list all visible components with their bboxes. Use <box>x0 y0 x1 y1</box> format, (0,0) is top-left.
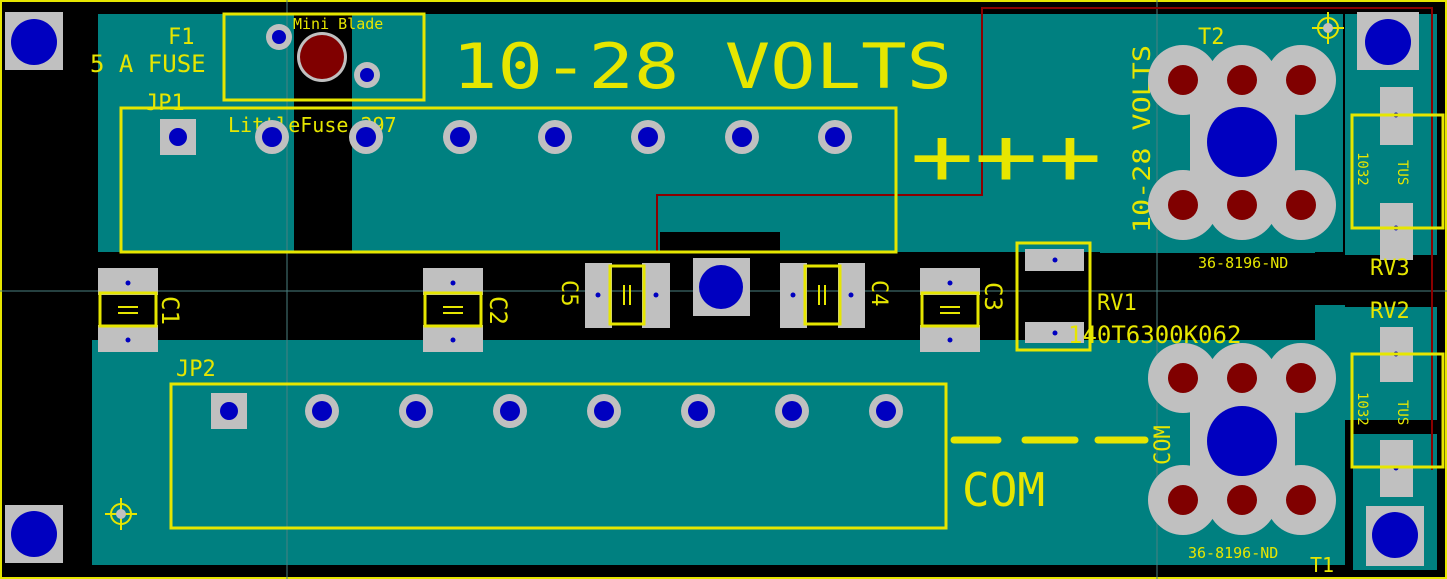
mounting-hole-bottom-right[interactable] <box>1366 506 1424 566</box>
fuse-holder-outline <box>222 12 426 102</box>
c4-label: C4 <box>866 280 891 307</box>
fuse-pad-1[interactable] <box>266 24 292 50</box>
capacitor-c3[interactable] <box>920 268 980 352</box>
rv1-part-label: 140T6300K062 <box>1068 321 1241 349</box>
c2-label: C2 <box>484 296 512 325</box>
rv3-outline <box>1350 113 1445 230</box>
voltage-title: 10-28 VOLTS <box>452 30 952 103</box>
trace-clearance <box>660 232 780 254</box>
jp2-pins[interactable] <box>211 393 903 429</box>
bottom-copper-plane <box>92 340 1315 565</box>
fiducial-bottom-left-icon <box>105 498 137 530</box>
rv1-pads[interactable] <box>1025 249 1084 343</box>
com-side-label: COM <box>1151 425 1176 465</box>
t1-terminal[interactable] <box>1148 343 1336 535</box>
rv2-outline <box>1350 352 1445 469</box>
c3-label: C3 <box>979 282 1007 311</box>
rv2-part-a: 1032 <box>1354 392 1370 426</box>
t1-part-label: 36-8196-ND <box>1188 544 1278 562</box>
rv2-gap <box>1353 420 1437 434</box>
t2-part-label: 36-8196-ND <box>1198 254 1288 272</box>
right-clearance <box>1345 420 1353 570</box>
t1-label: T1 <box>1310 553 1334 577</box>
jp1-label: JP1 <box>145 91 185 116</box>
plus-signs: +++ <box>910 110 1102 203</box>
mounting-hole-bottom-left[interactable] <box>5 505 63 563</box>
t2-copper-extension <box>1100 240 1315 254</box>
c5-label: C5 <box>556 280 581 307</box>
rv2-label: RV2 <box>1370 299 1410 324</box>
c1-label: C1 <box>156 296 184 325</box>
fuse-pad-2[interactable] <box>354 62 380 88</box>
fuse-center-via[interactable] <box>297 32 347 82</box>
capacitor-c5[interactable] <box>585 263 670 328</box>
rv-gap-clearance <box>1345 255 1437 307</box>
mounting-hole-top-right[interactable] <box>1357 12 1419 70</box>
power-trace[interactable] <box>656 7 1433 470</box>
jp2-label: JP2 <box>176 357 216 382</box>
rv1-outline <box>1015 241 1092 352</box>
f1-label: F1 <box>168 25 195 50</box>
capacitor-c4[interactable] <box>780 263 865 328</box>
fiducial-top-right-icon <box>1312 12 1344 44</box>
rv1-label: RV1 <box>1097 291 1137 316</box>
fuse-rating-label: 5 A FUSE <box>90 50 206 78</box>
center-via-pad[interactable] <box>693 258 750 316</box>
com-label: COM <box>962 463 1045 517</box>
rv2-part-b: TUS <box>1394 400 1410 425</box>
rv3-label: RV3 <box>1370 256 1410 281</box>
mounting-hole-top-left[interactable] <box>5 12 63 70</box>
rv3-part-a: 1032 <box>1354 152 1370 186</box>
capacitor-c1[interactable] <box>98 268 158 352</box>
capacitor-c2[interactable] <box>423 268 483 352</box>
jp1-outline <box>119 106 898 254</box>
t2-terminal[interactable] <box>1148 45 1336 240</box>
jp1-pins[interactable] <box>160 119 852 155</box>
rv3-part-b: TUS <box>1394 160 1410 185</box>
jp2-outline <box>169 382 948 530</box>
fuse-type-label: Mini Blade <box>293 15 383 33</box>
t2-label: T2 <box>1198 25 1225 50</box>
